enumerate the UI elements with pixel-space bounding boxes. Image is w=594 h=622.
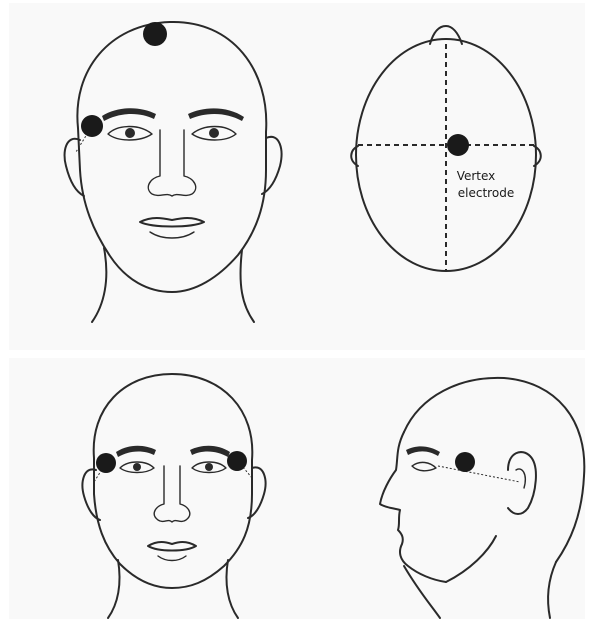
vertex-electrode-dot bbox=[447, 134, 469, 156]
neck-left bbox=[92, 248, 106, 322]
nose-bottom bbox=[154, 466, 190, 522]
left-temple-electrode bbox=[81, 115, 103, 137]
left-pupil-bottom bbox=[133, 463, 141, 471]
ear-inner bbox=[516, 469, 525, 488]
nose bbox=[148, 130, 195, 196]
profile-eyebrow bbox=[406, 446, 440, 456]
neck-left-bottom bbox=[108, 560, 120, 618]
lower-lip bbox=[150, 232, 194, 238]
mouth-bottom bbox=[148, 542, 196, 551]
front-head-top bbox=[65, 22, 282, 322]
profile-eye bbox=[412, 462, 436, 470]
side-profile-head bbox=[380, 378, 584, 618]
top-view-head: Vertex electrode bbox=[351, 26, 541, 271]
profile-outer-canthus-electrode bbox=[455, 452, 475, 472]
neck-back bbox=[548, 562, 556, 618]
neck-right bbox=[241, 250, 255, 322]
lower-lip-bottom bbox=[158, 556, 186, 561]
neck-right-bottom bbox=[226, 560, 238, 618]
mouth bbox=[140, 218, 204, 227]
vertex-label-line2: electrode bbox=[458, 186, 514, 200]
right-outer-canthus-electrode bbox=[227, 451, 247, 471]
left-pupil bbox=[125, 128, 135, 138]
head-outline-bottom bbox=[94, 374, 253, 588]
nose-tip-top bbox=[430, 26, 462, 44]
left-eyebrow-bottom bbox=[116, 446, 156, 457]
left-eyebrow bbox=[102, 108, 156, 121]
right-eyebrow bbox=[188, 108, 244, 121]
vertex-label-line1: Vertex bbox=[457, 169, 496, 183]
vertex-electrode-dot-front bbox=[143, 22, 167, 46]
front-head-bottom bbox=[83, 374, 266, 618]
profile-ear bbox=[508, 452, 536, 514]
right-pupil bbox=[209, 128, 219, 138]
head-outline bbox=[77, 22, 266, 292]
right-pupil-bottom bbox=[205, 463, 213, 471]
right-eyebrow-bottom bbox=[190, 446, 230, 457]
left-outer-canthus-electrode bbox=[96, 453, 116, 473]
jaw-neck bbox=[446, 536, 496, 582]
